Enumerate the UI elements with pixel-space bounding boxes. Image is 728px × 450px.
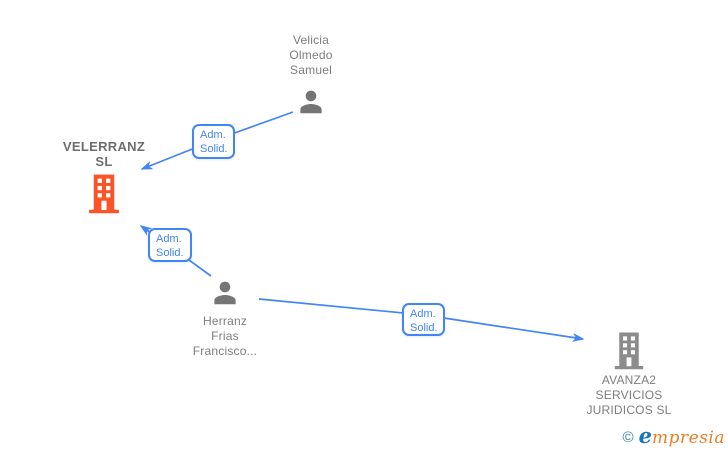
building-icon: [89, 174, 119, 214]
node-herranz-frias-francisco[interactable]: Herranz Frias Francisco...: [155, 278, 295, 359]
node-velicia-olmedo-samuel[interactable]: Velicia Olmedo Samuel: [251, 33, 371, 117]
brand-initial: e: [638, 423, 652, 448]
node-label-velerranz: VELERRANZ SL: [62, 139, 146, 169]
node-label-herranz: Herranz Frias Francisco...: [192, 314, 258, 358]
node-label-avanza2: AVANZA2 SERVICIOS JURIDICOS SL: [586, 373, 672, 417]
building-icon: [614, 332, 644, 370]
edge-label-herranz-avanza2: Adm. Solid.: [402, 303, 445, 336]
node-label-velicia: Velicia Olmedo Samuel: [289, 33, 333, 77]
node-velerranz-sl[interactable]: VELERRANZ SL: [34, 139, 174, 214]
node-avanza2-servicios-juridicos-sl[interactable]: AVANZA2 SERVICIOS JURIDICOS SL: [549, 331, 709, 418]
edge-label-herranz-velerranz: Adm. Solid.: [148, 228, 192, 262]
person-icon: [214, 281, 236, 305]
edge-label-velicia-velerranz: Adm. Solid.: [192, 124, 235, 159]
empresia-watermark: © empresia: [622, 423, 725, 448]
copyright-icon: ©: [622, 429, 634, 446]
brand-name: mpresia: [652, 428, 725, 448]
person-icon: [300, 90, 322, 114]
